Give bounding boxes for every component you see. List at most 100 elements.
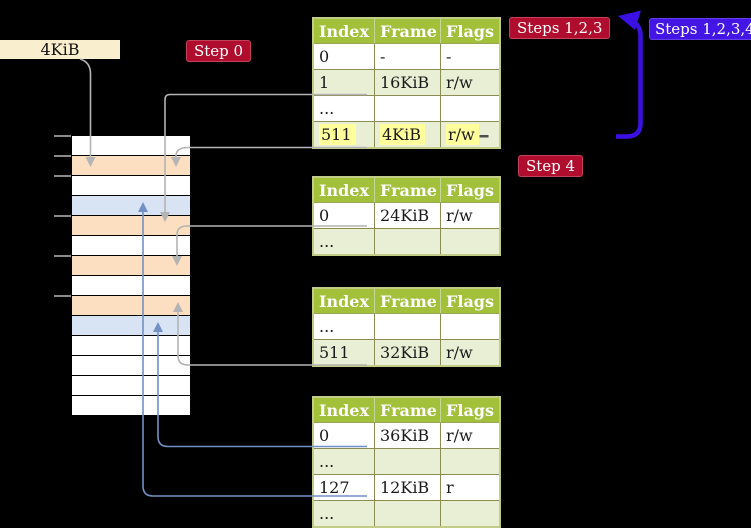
table-row: ... — [312, 448, 501, 475]
cell-index: ... — [312, 500, 375, 528]
step4-label: Step 4 — [526, 157, 576, 175]
col-header-index: Index — [313, 397, 375, 423]
highlight: 511 — [319, 124, 356, 145]
memory-row-page-table — [72, 256, 190, 275]
memory-row-page-table — [72, 156, 190, 175]
cell-index: ... — [312, 228, 375, 256]
col-header-frame: Frame — [374, 177, 441, 203]
address-tick — [54, 135, 71, 137]
highlight: 4KiB — [380, 124, 426, 145]
memory-row — [72, 336, 190, 355]
col-header-frame: Frame — [374, 288, 441, 314]
cell-flags: - — [440, 43, 501, 70]
address-tick — [54, 295, 71, 297]
cell-index: ... — [312, 313, 375, 340]
table-header-row: Index Frame Flags — [313, 18, 501, 44]
highlight: r/w — [446, 124, 479, 145]
col-header-frame: Frame — [374, 397, 441, 423]
step0-badge: Step 0 — [186, 40, 252, 62]
table-row: ... — [312, 228, 501, 256]
memory-row — [72, 236, 190, 255]
memory-row — [72, 276, 190, 295]
page-table-3: Index Frame Flags ... 511 32KiB r/w — [312, 287, 501, 367]
cell-frame: 12KiB — [374, 474, 441, 501]
physical-memory-column — [72, 136, 190, 416]
cell-index: ... — [312, 448, 375, 475]
cell-flags: r/w — [440, 69, 501, 96]
memory-row — [72, 396, 190, 415]
table-header-row: Index Frame Flags — [313, 288, 501, 314]
page-table-1: Index Frame Flags 0 - - 1 16KiB r/w ... … — [312, 17, 501, 149]
cell-flags: r/w — [440, 202, 501, 229]
cell-index: ... — [312, 95, 375, 122]
col-header-flags: Flags — [440, 177, 501, 203]
memory-row — [72, 376, 190, 395]
table-row: 0 - - — [312, 43, 501, 70]
memory-row-mapped-frame — [72, 196, 190, 215]
steps123-badge: Steps 1,2,3 — [509, 17, 611, 39]
page-table-2: Index Frame Flags 0 24KiB r/w ... — [312, 176, 501, 256]
cell-frame — [374, 448, 441, 475]
table-row: 511 32KiB r/w — [312, 339, 501, 367]
table-row: 1 16KiB r/w — [312, 69, 501, 96]
table-row: ... — [312, 500, 501, 528]
table-row: 0 24KiB r/w — [312, 202, 501, 229]
col-header-index: Index — [313, 288, 375, 314]
cell-frame: 32KiB — [374, 339, 441, 367]
recursive-loop-arrow — [616, 18, 643, 139]
table-row: 127 12KiB r — [312, 474, 501, 501]
col-header-flags: Flags — [440, 18, 501, 44]
cell-frame: 36KiB — [374, 422, 441, 449]
table-row: ... — [312, 95, 501, 122]
step4-badge: Step 4 — [518, 155, 584, 177]
address-tick — [54, 175, 71, 177]
cell-flags — [440, 95, 501, 122]
cell-frame — [374, 95, 441, 122]
cell-flags: r/w — [440, 422, 501, 449]
col-header-index: Index — [313, 18, 375, 44]
table-row: 0 36KiB r/w — [312, 422, 501, 449]
memory-row — [72, 176, 190, 195]
memory-row — [72, 136, 190, 155]
cell-frame: - — [374, 43, 441, 70]
table-header-row: Index Frame Flags — [313, 397, 501, 423]
cell-index: 511 — [312, 121, 375, 149]
address-tick — [54, 255, 71, 257]
cell-index: 0 — [312, 202, 375, 229]
cell-flags: r — [440, 474, 501, 501]
cell-index: 511 — [312, 339, 375, 367]
steps123-label: Steps 1,2,3 — [517, 19, 603, 37]
memory-row-mapped-frame — [72, 316, 190, 335]
cell-flags — [440, 500, 501, 528]
steps1234-badge: Steps 1,2,3,4 — [649, 18, 751, 40]
cell-index: 0 — [312, 422, 375, 449]
cell-frame — [374, 228, 441, 256]
cell-frame — [374, 313, 441, 340]
cell-index: 0 — [312, 43, 375, 70]
cell-index: 1 — [312, 69, 375, 96]
col-header-flags: Flags — [440, 288, 501, 314]
cell-frame — [374, 500, 441, 528]
table-row: ... — [312, 313, 501, 340]
col-header-flags: Flags — [440, 397, 501, 423]
col-header-frame: Frame — [374, 18, 441, 44]
address-box-4kib: 4KiB — [0, 40, 120, 59]
cell-flags — [440, 313, 501, 340]
address-tick — [54, 215, 71, 217]
step0-label: Step 0 — [194, 42, 244, 60]
memory-row — [72, 356, 190, 375]
memory-row-page-table — [72, 296, 190, 315]
cell-index: 127 — [312, 474, 375, 501]
cell-flags: r/w — [440, 339, 501, 367]
cell-flags — [440, 448, 501, 475]
cell-frame: 24KiB — [374, 202, 441, 229]
col-header-index: Index — [313, 177, 375, 203]
cell-frame: 16KiB — [374, 69, 441, 96]
address-box-label: 4KiB — [40, 40, 80, 59]
cell-frame: 4KiB — [374, 121, 441, 149]
table-row-recursive-entry: 511 4KiB r/w — [312, 121, 501, 149]
steps1234-label: Steps 1,2,3,4 — [655, 20, 751, 38]
page-table-4: Index Frame Flags 0 36KiB r/w ... 127 12… — [312, 396, 501, 528]
table-header-row: Index Frame Flags — [313, 177, 501, 203]
